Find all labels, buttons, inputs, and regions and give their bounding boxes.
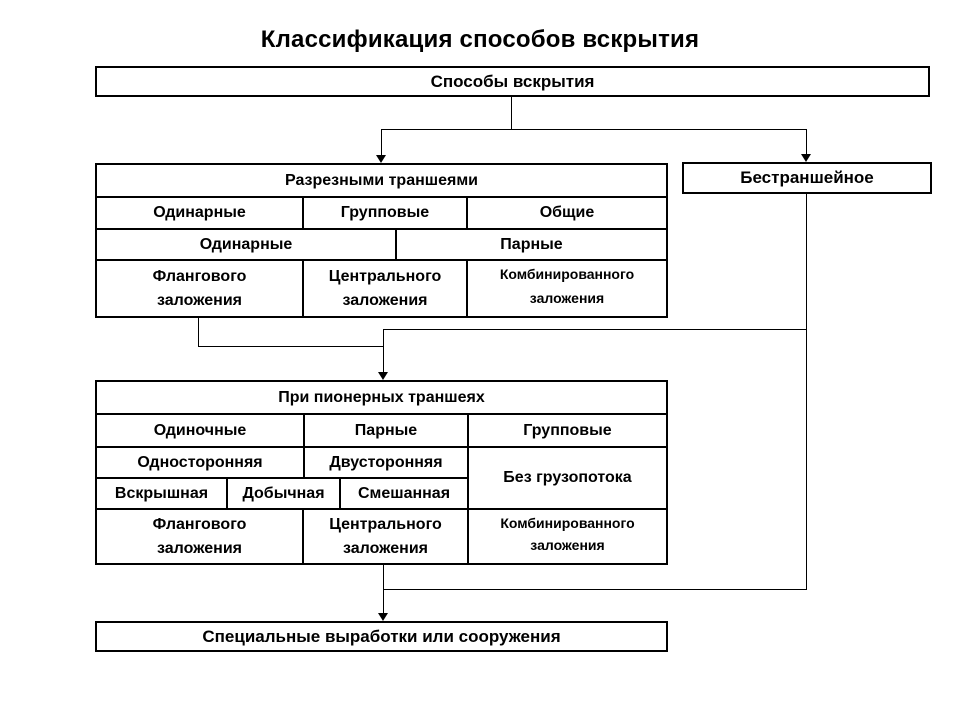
cell-combined-location: Комбинированного заложения xyxy=(466,261,666,316)
cell-mixed: Смешанная xyxy=(339,479,467,508)
connector-cut-table-out xyxy=(198,318,199,347)
cell-one-sided: Односторонняя xyxy=(137,453,263,471)
cell-flank-location: Флангового заложения xyxy=(97,261,302,316)
cell-central-location-2-line2: заложения xyxy=(342,539,429,557)
pioneer-header: При пионерных траншеях xyxy=(278,388,485,406)
cell-no-freight-flow: Без грузопотока xyxy=(467,448,666,508)
cut-trench-row-count: Одинарные Парные xyxy=(97,228,666,259)
cut-trench-table: Разрезными траншеями Одинарные Групповые… xyxy=(95,163,668,318)
pioneer-header-row: При пионерных траншеях xyxy=(97,382,666,413)
arrowhead-special-box xyxy=(378,613,388,621)
cell-central-location-line1: Центрального xyxy=(328,267,442,285)
connector-branch-horizontal xyxy=(383,329,807,330)
cell-group: Групповые xyxy=(467,415,666,446)
cell-combined-location-2-line2: заложения xyxy=(530,537,605,553)
cell-single-trenches: Одинарные xyxy=(153,204,246,221)
cell-solitary: Одиночные xyxy=(153,421,247,439)
pioneer-row-purpose: Вскрышная Добычная Смешанная xyxy=(97,477,467,508)
connector-drop-trenchless xyxy=(806,129,807,155)
cell-paired: Парные xyxy=(395,230,666,259)
cut-trench-row-types: Одинарные Групповые Общие xyxy=(97,196,666,228)
cell-single: Одинарные xyxy=(199,235,293,253)
connector-drop-cut-table xyxy=(381,129,382,155)
root-box-opening-methods: Способы вскрытия xyxy=(95,66,930,97)
pioneer-row-sides: Односторонняя Двусторонняя Вскрышная Доб… xyxy=(97,446,666,508)
diagram-title: Классификация способов вскрытия xyxy=(260,26,700,53)
pioneer-trench-table: При пионерных траншеях Одиночные Парные … xyxy=(95,380,668,565)
pioneer-left-subgrid: Односторонняя Двусторонняя Вскрышная Доб… xyxy=(97,448,467,508)
connector-cut-join-horizontal xyxy=(198,346,384,347)
trenchless-box: Бестраншейное xyxy=(682,162,932,194)
cell-common-trenches: Общие xyxy=(466,198,666,228)
cell-mining: Добычная xyxy=(226,479,339,508)
cell-flank-location-line1: Флангового xyxy=(152,267,247,285)
pioneer-row-types: Одиночные Парные Групповые xyxy=(97,413,666,446)
cell-paired: Парные xyxy=(303,415,467,446)
connector-bottom-horizontal xyxy=(383,589,807,590)
arrowhead-trenchless xyxy=(801,154,811,162)
connector-drop-pioneer-table xyxy=(383,329,384,372)
cell-two-sided: Двусторонняя xyxy=(303,448,467,477)
cell-flank-location-2: Флангового заложения xyxy=(97,510,302,563)
cell-stripping: Вскрышная xyxy=(114,484,209,502)
cell-central-location-line2: заложения xyxy=(342,291,428,309)
cell-combined-location-line1: Комбинированного xyxy=(499,266,635,282)
cut-trench-header: Разрезными траншеями xyxy=(285,171,478,189)
cell-central-location-2: Центрального заложения xyxy=(302,510,467,563)
cell-central-location-2-line1: Центрального xyxy=(329,515,442,533)
pioneer-row-sided: Односторонняя Двусторонняя xyxy=(97,448,467,477)
trenchless-box-label: Бестраншейное xyxy=(740,168,874,187)
root-box-label: Способы вскрытия xyxy=(430,71,595,91)
arrowhead-cut-table xyxy=(376,155,386,163)
arrowhead-pioneer-table xyxy=(378,372,388,380)
cut-trench-row-location: Флангового заложения Центрального заложе… xyxy=(97,259,666,316)
cell-combined-location-line2: заложения xyxy=(529,290,605,306)
connector-trenchless-long-down xyxy=(806,194,807,590)
cell-group-trenches: Групповые xyxy=(302,198,466,228)
special-workings-label: Специальные выработки или сооружения xyxy=(202,626,561,646)
special-workings-box: Специальные выработки или сооружения xyxy=(95,621,668,652)
cell-central-location: Центрального заложения xyxy=(302,261,466,316)
cell-flank-location-2-line2: заложения xyxy=(156,539,243,557)
cell-combined-location-2-line1: Комбинированного xyxy=(500,515,635,531)
pioneer-row-location: Флангового заложения Центрального заложе… xyxy=(97,508,666,563)
cell-flank-location-line2: заложения xyxy=(156,291,243,309)
connector-root-down xyxy=(511,96,512,130)
cell-combined-location-2: Комбинированного заложения xyxy=(467,510,666,563)
cut-trench-header-row: Разрезными траншеями xyxy=(97,165,666,196)
connector-top-horizontal xyxy=(381,129,807,130)
cell-flank-location-2-line1: Флангового xyxy=(152,515,247,533)
